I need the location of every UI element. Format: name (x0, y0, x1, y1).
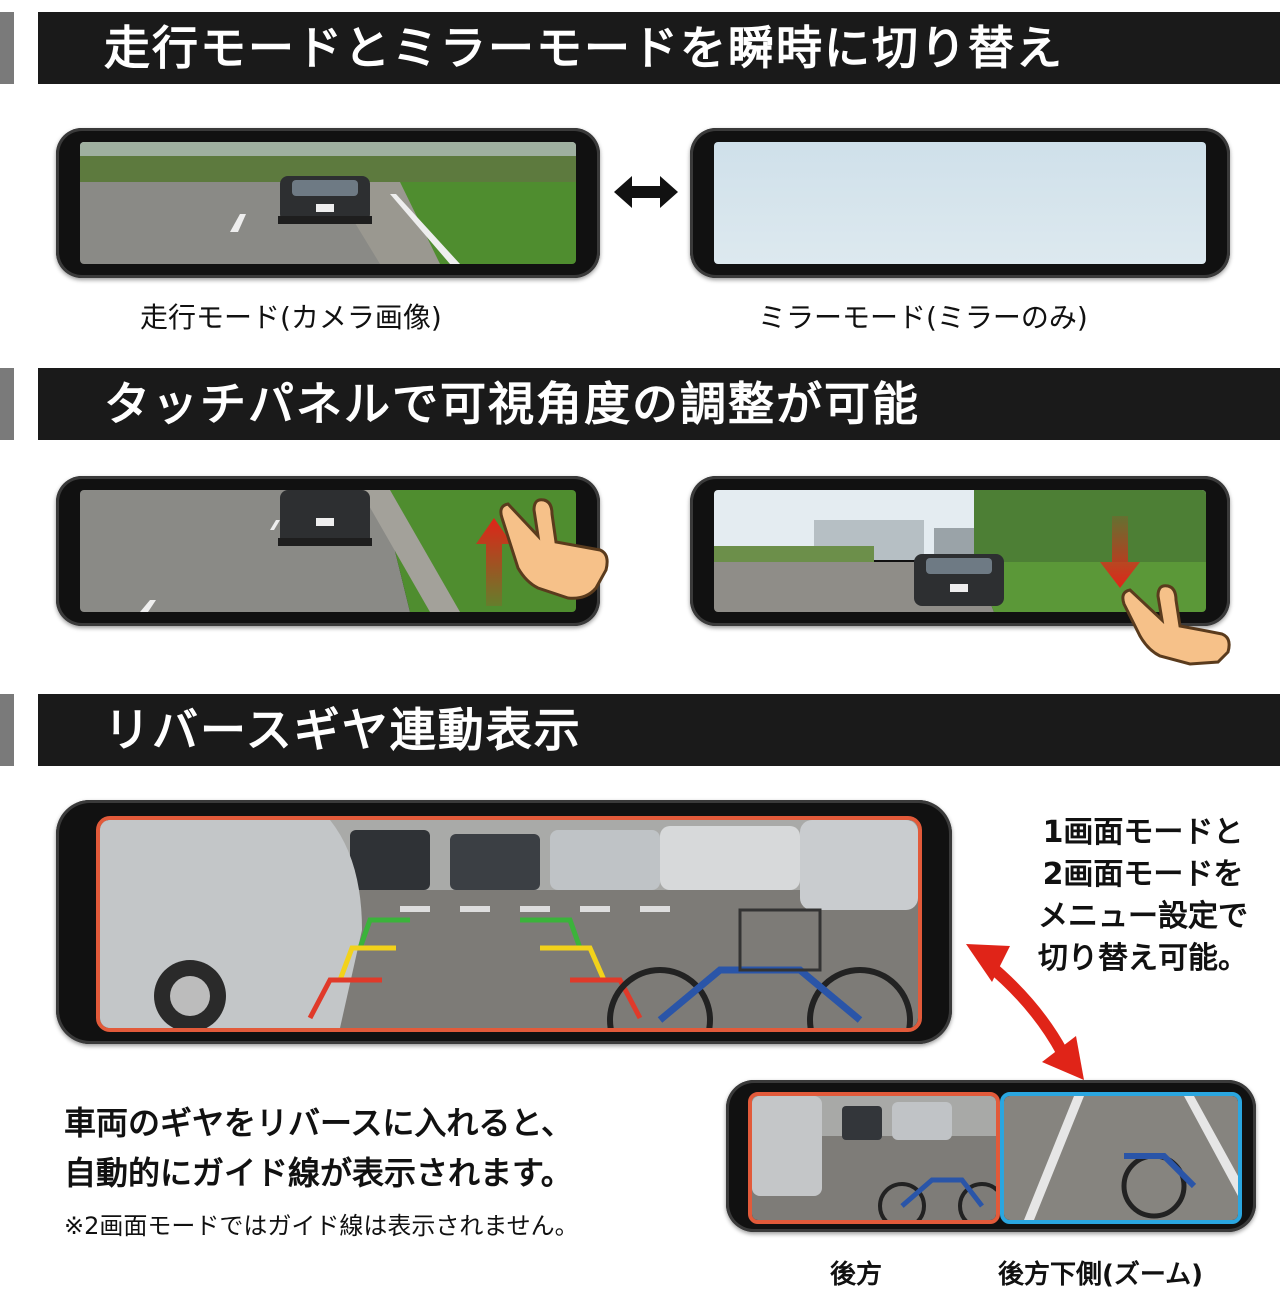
section1-title: 走行モードとミラーモードを瞬時に切り替え (104, 21, 1064, 75)
mode-switch-note-line: メニュー設定で (1038, 899, 1248, 934)
section1-banner: 走行モードとミラーモードを瞬時に切り替え (0, 12, 1280, 84)
mode-switch-note-line: 切り替え可能。 (1038, 941, 1248, 976)
camera-mode-caption: 走行モード(カメラ画像) (140, 301, 442, 334)
section3-banner: リバースギヤ連動表示 (0, 694, 1280, 766)
camera-mode-screen (80, 142, 576, 264)
dual-screen-mirror (726, 1080, 1256, 1232)
swipe-down-hand-icon (1090, 516, 1240, 666)
double-arrow-icon (614, 172, 678, 212)
dual-rear-screen (748, 1092, 1000, 1224)
mirror-mode-caption: ミラーモード(ミラーのみ) (758, 301, 1088, 334)
reverse-description-line: 車両のギヤをリバースに入れると、 (64, 1104, 574, 1142)
reverse-description: 車両のギヤをリバースに入れると、 自動的にガイド線が表示されます。 (64, 1098, 573, 1198)
banner-accent (0, 694, 14, 766)
dual-zoom-caption: 後方下側(ズーム) (998, 1260, 1203, 1290)
mode-switch-note-line: 1画面モードと (1042, 815, 1244, 850)
mode-switch-note: 1画面モードと 2画面モードを メニュー設定で 切り替え可能。 (1028, 812, 1258, 980)
reverse-footnote: ※2画面モードではガイド線は表示されません。 (64, 1212, 579, 1240)
reverse-mirror (56, 800, 952, 1044)
section3-title: リバースギヤ連動表示 (104, 703, 582, 757)
banner-accent (0, 368, 14, 440)
mirror-mode-mirror (690, 128, 1230, 278)
dual-rear-caption: 後方 (830, 1260, 883, 1290)
dual-zoom-screen (1000, 1092, 1242, 1224)
section2-title: タッチパネルで可視角度の調整が可能 (104, 377, 920, 431)
banner-accent (0, 12, 14, 84)
mirror-mode-screen (714, 142, 1206, 264)
camera-mode-mirror (56, 128, 600, 278)
mode-switch-note-line: 2画面モードを (1042, 857, 1244, 892)
reverse-screen (96, 816, 922, 1032)
swipe-up-hand-icon (468, 488, 618, 618)
section2-banner: タッチパネルで可視角度の調整が可能 (0, 368, 1280, 440)
curved-double-arrow-icon (966, 934, 1096, 1084)
reverse-description-line: 自動的にガイド線が表示されます。 (64, 1154, 573, 1192)
